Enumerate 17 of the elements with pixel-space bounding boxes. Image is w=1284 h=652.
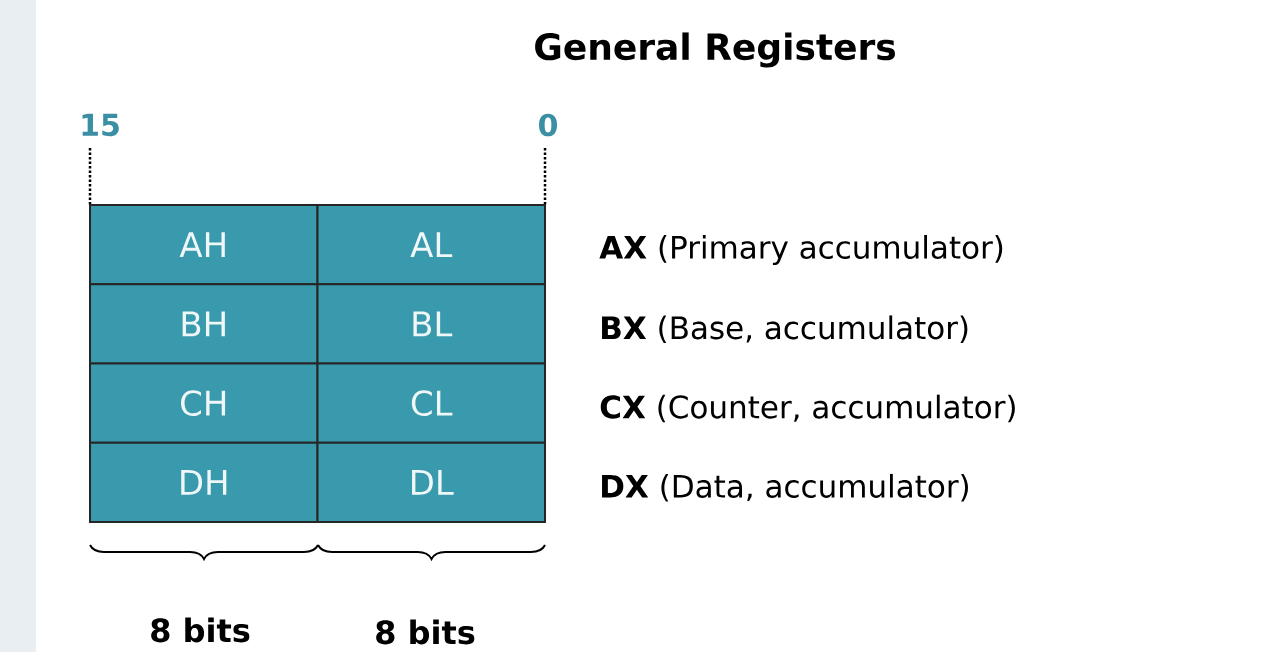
bit-number: 0 — [539, 113, 557, 137]
register-cell: BH — [89, 283, 319, 365]
register-cell: AH — [89, 204, 319, 286]
register-cell: DH — [89, 441, 319, 523]
register-description: AX (Primary accumulator) — [599, 235, 1003, 265]
bit-width-label: 8 bits — [376, 619, 475, 645]
register-cell: BL — [316, 283, 546, 365]
title: General Registers — [535, 32, 895, 68]
register-description: DX (Data, accumulator) — [602, 473, 968, 502]
register-cell: CL — [316, 362, 546, 444]
bit-width-label: 8 bits — [151, 617, 250, 643]
register-cell: DL — [316, 441, 546, 523]
register-cell: CH — [89, 362, 319, 444]
register-description: CX (Counter, accumulator) — [600, 394, 1015, 423]
bit-number: 15 — [82, 113, 119, 137]
register-description: BX (Base, accumulator) — [602, 315, 968, 344]
register-cell: AL — [316, 204, 546, 286]
